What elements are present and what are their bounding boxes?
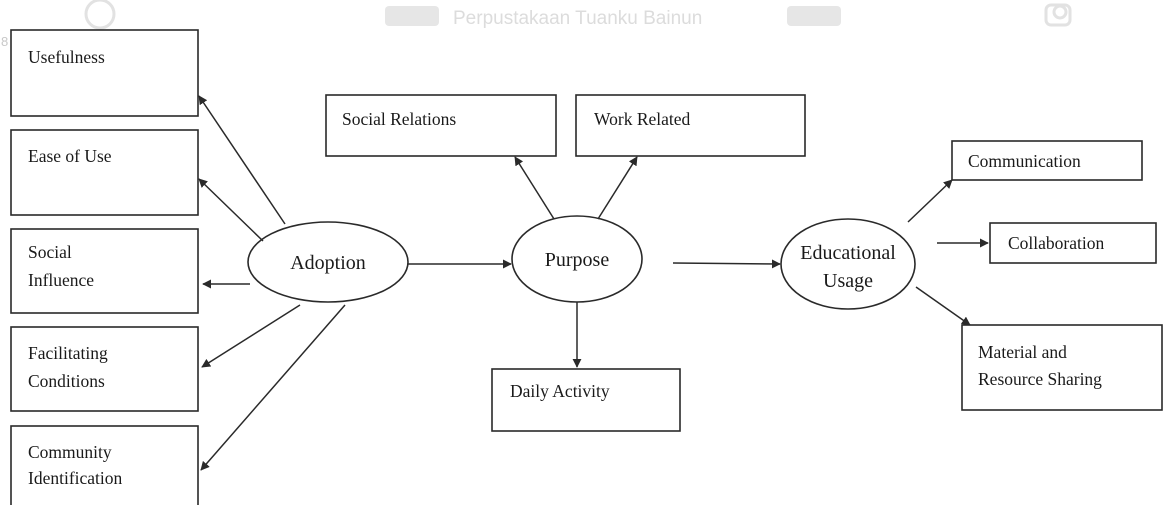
node-community-identification-label-line1: Community — [28, 442, 112, 462]
node-collaboration: Collaboration — [989, 222, 1157, 264]
node-material-resource-sharing-label-line2: Resource Sharing — [978, 369, 1102, 389]
node-facilitating-conditions-label-line1: Facilitating — [28, 343, 108, 363]
edge-purpose-social-relations — [514, 156, 555, 220]
page-mark-text: 8 — [1, 34, 8, 49]
node-daily-activity-label: Daily Activity — [510, 381, 610, 401]
node-facilitating-conditions: Facilitating Conditions — [10, 326, 199, 412]
node-purpose-label: Purpose — [545, 249, 610, 271]
edges — [198, 95, 989, 471]
node-facilitating-conditions-label-line2: Conditions — [28, 371, 105, 391]
node-social-relations: Social Relations — [325, 94, 557, 157]
node-ease-of-use-label: Ease of Use — [28, 146, 112, 166]
node-communication: Communication — [951, 140, 1143, 181]
node-collaboration-label: Collaboration — [1008, 233, 1104, 253]
edge-purpose-work-related — [597, 156, 638, 220]
node-social-influence-label-line1: Social — [28, 242, 72, 262]
node-social-relations-label: Social Relations — [342, 109, 456, 129]
node-work-related: Work Related — [575, 94, 806, 157]
node-daily-activity: Daily Activity — [491, 368, 681, 432]
edge-adoption-ease-of-use — [198, 178, 264, 242]
node-adoption: Adoption — [247, 221, 409, 303]
node-work-related-label: Work Related — [594, 109, 691, 129]
node-usefulness-label: Usefulness — [28, 47, 105, 67]
edge-adoption-facilitating-conditions — [201, 304, 301, 368]
edge-adoption-community-identification — [200, 304, 346, 471]
node-adoption-label: Adoption — [290, 252, 366, 274]
node-communication-label: Communication — [968, 151, 1081, 171]
watermark-instagram-icon — [1044, 3, 1072, 27]
watermark-logo-icon — [84, 0, 116, 30]
edge-educational-usage-communication — [907, 179, 953, 223]
watermark-facebook-icon — [385, 6, 439, 26]
node-educational-usage-label-line2: Usage — [823, 270, 873, 292]
node-material-resource-sharing-label-line1: Material and — [978, 342, 1067, 362]
node-educational-usage-label-line1: Educational — [800, 242, 896, 264]
edge-educational-usage-material-resource-sharing — [915, 286, 971, 326]
node-material-resource-sharing: Material and Resource Sharing — [961, 324, 1163, 411]
node-social-influence: Social Influence — [10, 228, 199, 314]
watermark-text: Perpustakaan Tuanku Bainun — [453, 8, 702, 29]
node-community-identification-label-line2: Identification — [28, 468, 123, 488]
node-social-influence-label-line2: Influence — [28, 270, 94, 290]
node-purpose: Purpose — [511, 215, 643, 303]
watermark: 8 Perpustakaan Tuanku Bainun — [1, 0, 1072, 49]
edge-purpose-educational-usage — [672, 259, 781, 269]
edge-adoption-usefulness — [198, 95, 286, 225]
node-ease-of-use: Ease of Use — [10, 129, 199, 216]
watermark-twitter-icon — [787, 6, 841, 26]
node-educational-usage: Educational Usage — [780, 218, 916, 310]
node-usefulness: Usefulness — [10, 29, 199, 117]
node-community-identification: Community Identification — [10, 425, 199, 505]
